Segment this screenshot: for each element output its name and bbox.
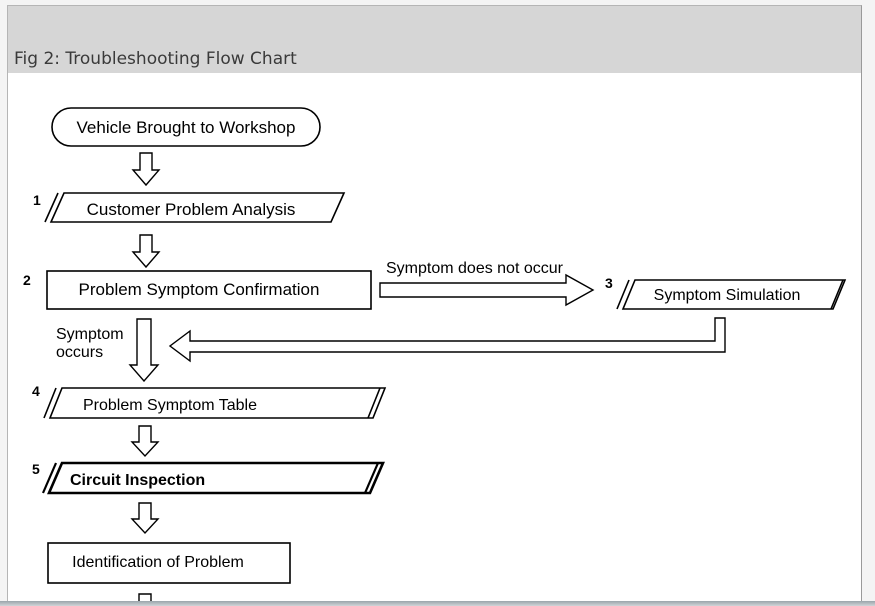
edge-not-occur-label: Symptom does not occur: [386, 260, 564, 277]
edge-occurs-label-1: Symptom: [56, 326, 124, 343]
step-1-number: 1: [33, 192, 41, 208]
step-2-label: Problem Symptom Confirmation: [79, 280, 320, 299]
edge-occurs: Symptom occurs: [56, 318, 160, 383]
step-1-label: Customer Problem Analysis: [87, 200, 296, 219]
identification-node: Identification of Problem: [47, 542, 291, 584]
step-3-number: 3: [605, 275, 613, 291]
step-4-number: 4: [32, 383, 40, 399]
edge-not-occur: Symptom does not occur: [379, 260, 595, 307]
figure-caption: Fig 2: Troubleshooting Flow Chart: [14, 49, 297, 69]
step-5-number: 5: [32, 461, 40, 477]
step-2-number: 2: [23, 272, 31, 288]
edge-occurs-label-2: occurs: [56, 344, 103, 361]
start-node: Vehicle Brought to Workshop: [51, 107, 321, 147]
step-5-label: Circuit Inspection: [70, 472, 205, 489]
down-arrow-5: [130, 502, 160, 535]
start-node-label: Vehicle Brought to Workshop: [77, 118, 296, 137]
step-2-node: 2 Problem Symptom Confirmation: [23, 270, 372, 310]
right-arrow: [379, 273, 595, 307]
down-arrow-4: [130, 425, 160, 458]
step-5-node: 5 Circuit Inspection: [32, 461, 385, 495]
down-arrow-2: [131, 234, 161, 269]
step-1-node: 1 Customer Problem Analysis: [33, 192, 346, 223]
figure-header: Fig 2: Troubleshooting Flow Chart: [8, 6, 861, 73]
return-arrow: [168, 317, 726, 363]
step-4-label: Problem Symptom Table: [83, 397, 257, 414]
step-4-node: 4 Problem Symptom Table: [32, 383, 387, 419]
step-3-label: Symptom Simulation: [654, 287, 801, 304]
down-arrow-3: [128, 318, 160, 383]
bottom-window-edge: [0, 601, 875, 606]
step-3-node: 3 Symptom Simulation: [605, 275, 847, 310]
down-arrow-1: [131, 152, 161, 187]
identification-label: Identification of Problem: [72, 554, 244, 571]
